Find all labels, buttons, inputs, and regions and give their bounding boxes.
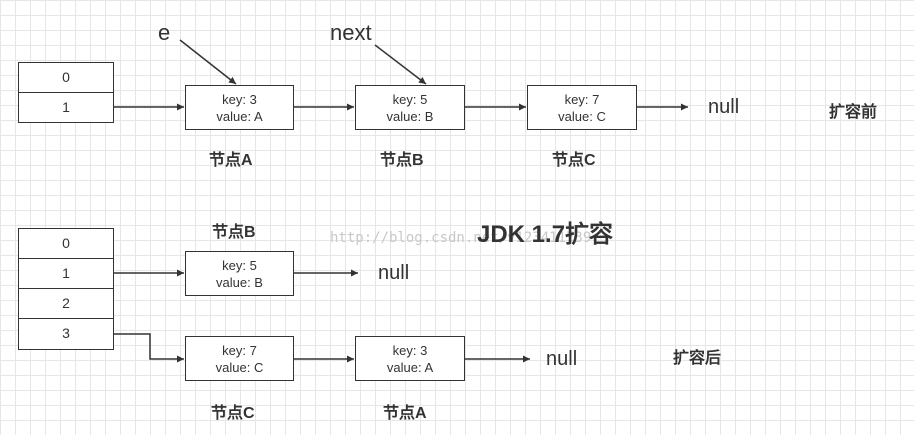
next-pointer-arrow — [374, 44, 427, 85]
table-after-cell-2: 2 — [18, 288, 114, 319]
table-after-cell-3: 3 — [18, 318, 114, 350]
node-a-after: key: 3 value: A — [355, 336, 465, 381]
node-b-before-label: 节点B — [380, 152, 424, 169]
table-before-cell-1: 1 — [18, 92, 114, 123]
node-c-before-label: 节点C — [552, 152, 596, 169]
null-after-bucket1: null — [378, 262, 410, 284]
node-value: value: C — [558, 108, 606, 124]
node-c-before: key: 7 value: C — [527, 85, 637, 130]
node-c-after-label: 节点C — [211, 405, 255, 422]
node-key: key: 3 — [392, 342, 428, 358]
diagram-title: JDK 1.7扩容 — [477, 221, 614, 248]
null-after-bucket3: null — [546, 348, 578, 370]
table-before-cell-0: 0 — [18, 62, 114, 93]
pointer-e-label: e — [158, 20, 171, 45]
node-value: value: B — [386, 108, 434, 124]
node-key: key: 7 — [222, 342, 257, 358]
watermark: http://blog.csdn.net/v123411739 — [330, 230, 592, 246]
pointer-next-label: next — [330, 20, 372, 45]
node-c-after: key: 7 value: C — [185, 336, 294, 381]
node-a-before: key: 3 value: A — [185, 85, 294, 130]
bucket3-to-nodeC-arrow — [113, 333, 184, 363]
node-value: value: C — [215, 359, 264, 375]
node-key: key: 3 — [222, 91, 257, 107]
node-value: value: A — [216, 108, 263, 124]
table-after-cell-1: 1 — [18, 258, 114, 289]
node-b-after: key: 5 value: B — [185, 251, 294, 296]
node-a-after-label: 节点A — [383, 405, 427, 422]
after-resize-label: 扩容后 — [673, 350, 722, 367]
node-value: value: A — [386, 359, 434, 375]
node-b-before: key: 5 value: B — [355, 85, 465, 130]
node-key: key: 5 — [222, 257, 257, 273]
null-before: null — [708, 96, 740, 118]
before-resize-label: 扩容前 — [829, 104, 878, 121]
node-value: value: B — [216, 274, 263, 290]
node-key: key: 5 — [392, 91, 428, 107]
node-a-before-label: 节点A — [209, 152, 253, 169]
node-b-after-label: 节点B — [212, 224, 256, 241]
table-after-cell-0: 0 — [18, 228, 114, 259]
node-key: key: 7 — [564, 91, 600, 107]
e-pointer-arrow — [179, 39, 237, 85]
